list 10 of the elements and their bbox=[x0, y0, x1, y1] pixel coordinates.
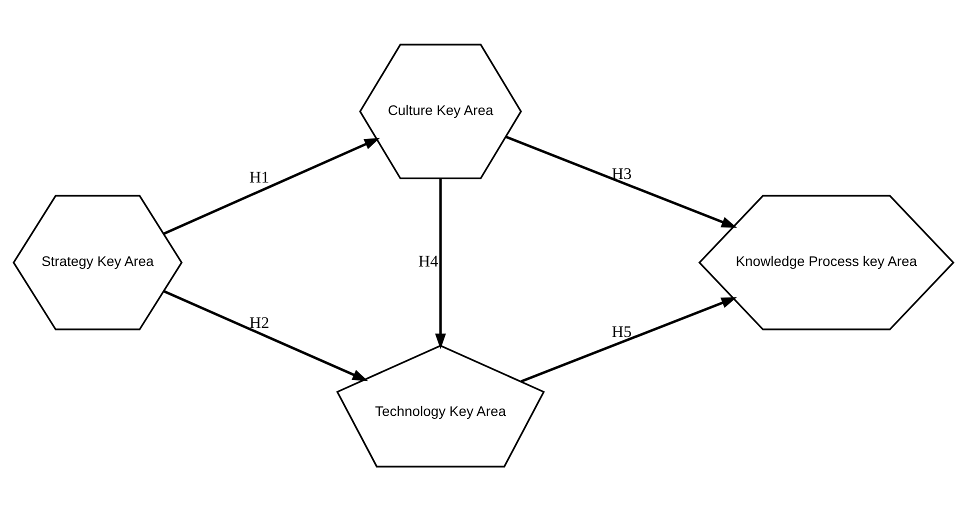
edge-label: H1 bbox=[248, 168, 269, 186]
arrow bbox=[162, 137, 380, 234]
edge-label: H3 bbox=[611, 164, 632, 183]
arrow bbox=[520, 296, 736, 382]
arrow bbox=[434, 178, 446, 349]
edge-label: H2 bbox=[248, 313, 269, 332]
arrow bbox=[163, 290, 368, 381]
arrow bbox=[504, 135, 737, 228]
edge-label: H5 bbox=[611, 322, 632, 341]
edge-label: H4 bbox=[418, 252, 438, 270]
